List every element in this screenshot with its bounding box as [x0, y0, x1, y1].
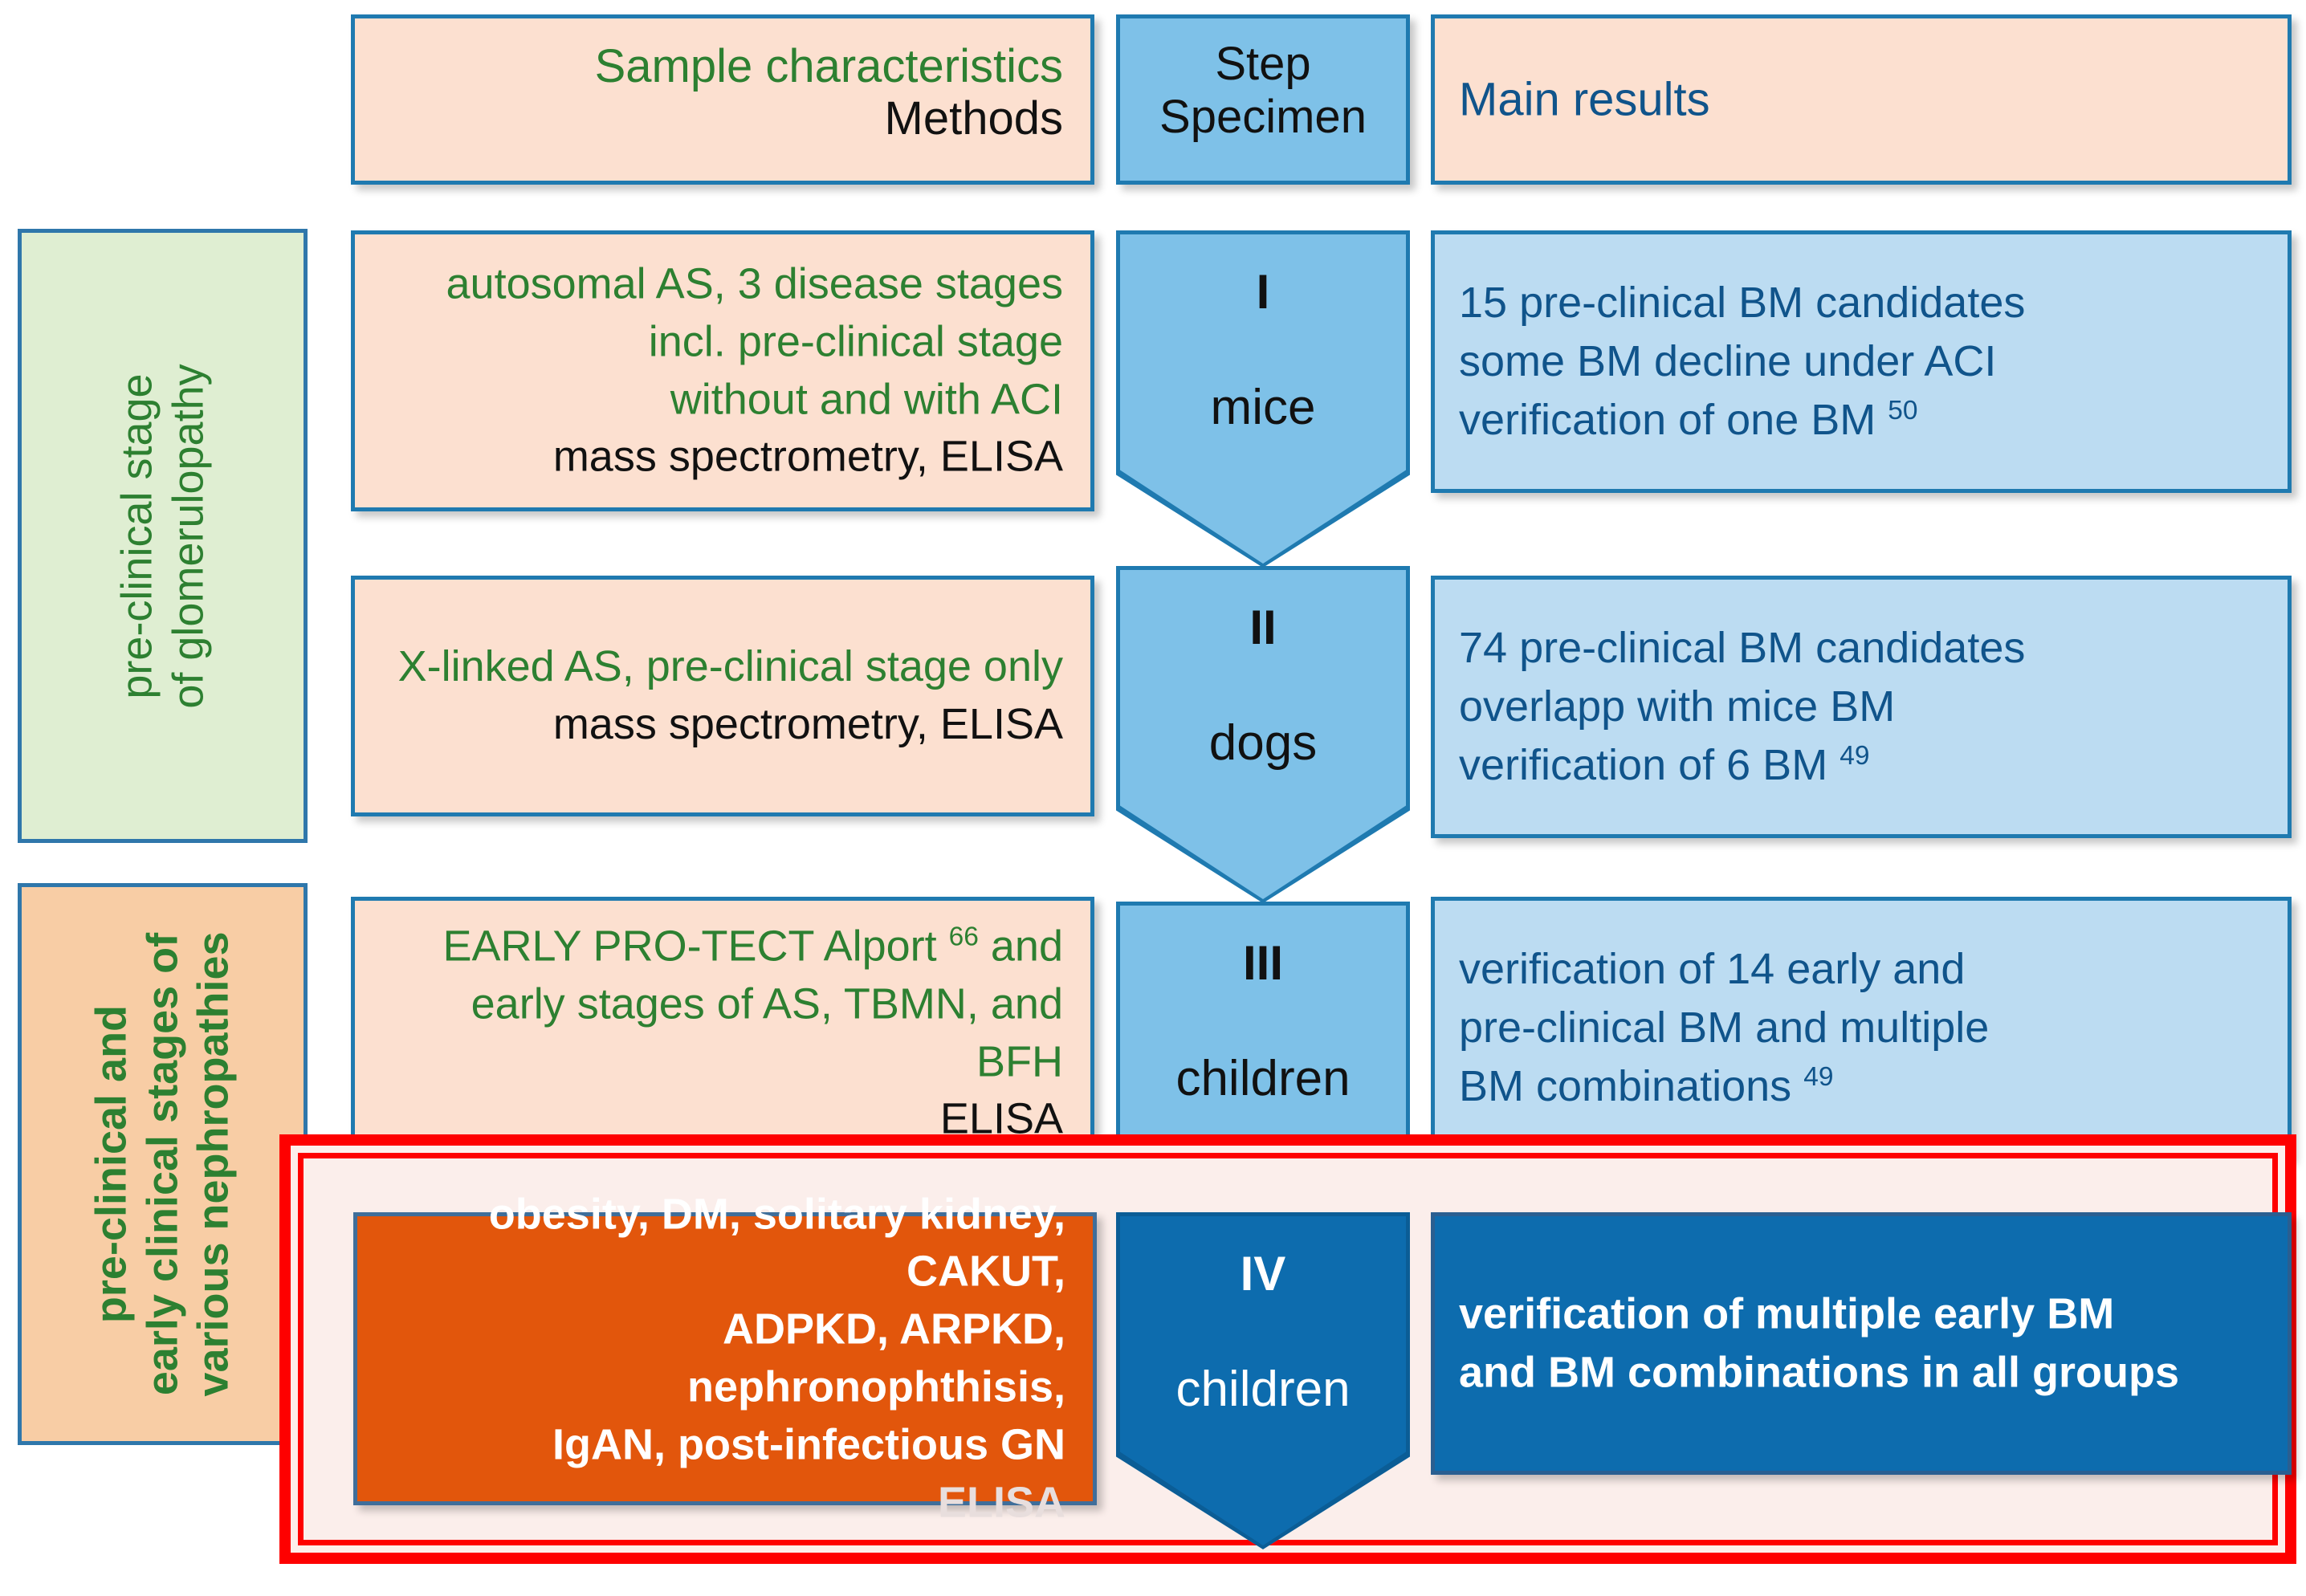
group-label-line2: of glomerulopathy: [163, 363, 212, 709]
characteristics-line: obesity, DM, solitary kidney, CAKUT,: [488, 1190, 1065, 1296]
characteristics-reference: 66: [948, 922, 979, 952]
step-specimen-label: dogs: [1208, 715, 1318, 771]
group-label-pre-clinical-glomerulopathy: pre-clinical stage of glomerulopathy: [18, 229, 308, 843]
results-line: overlapp with mice BM: [1459, 682, 1896, 731]
characteristics-cell-step-4: obesity, DM, solitary kidney, CAKUT, ADP…: [353, 1190, 1097, 1526]
header-step-cell: Step Specimen: [1116, 14, 1410, 185]
step-roman-numeral: I: [1256, 265, 1270, 319]
step-roman-numeral: II: [1249, 601, 1277, 654]
characteristics-line: autosomal AS, 3 disease stages: [446, 259, 1063, 308]
results-line: 15 pre-clinical BM candidates: [1459, 278, 2026, 327]
results-line: BM combinations 49: [1459, 1062, 1834, 1111]
results-line: pre-clinical BM and multiple: [1459, 1003, 1990, 1052]
step-specimen-label: mice: [1210, 380, 1316, 435]
step-chevron-1: I mice: [1116, 230, 1410, 568]
characteristics-line: X-linked AS, pre-clinical stage only: [397, 642, 1063, 691]
step-chevron-2: II dogs: [1116, 566, 1410, 903]
characteristics-cell-step-2: X-linked AS, pre-clinical stage only mas…: [351, 576, 1094, 816]
header-results-cell: Main results: [1431, 14, 2292, 185]
results-line: some BM decline under ACI: [1459, 336, 1997, 385]
results-line: verification of multiple early BM: [1459, 1289, 2115, 1338]
step-specimen-label: children: [1175, 1051, 1351, 1106]
results-cell-step-3: verification of 14 early and pre-clinica…: [1431, 897, 2292, 1159]
group-label-line2: early clinical stages of: [137, 932, 186, 1396]
header-sample-characteristics-label: Sample characteristics: [594, 40, 1063, 92]
results-cell-step-4: verification of multiple early BM and BM…: [1431, 1212, 2292, 1475]
group-label-line1: pre-clinical and: [86, 1004, 135, 1324]
header-step-label: Step: [1215, 38, 1311, 90]
methods-line: mass spectrometry, ELISA: [552, 432, 1063, 481]
step-roman-numeral: IV: [1240, 1247, 1286, 1301]
characteristics-line: IgAN, post-infectious GN: [552, 1420, 1065, 1469]
characteristics-line: without and with ACI: [670, 375, 1063, 423]
header-specimen-label: Specimen: [1159, 91, 1367, 144]
results-line: verification of 14 early and: [1459, 944, 1966, 993]
methods-line: ELISA: [937, 1478, 1065, 1527]
results-reference: 49: [1840, 741, 1870, 772]
results-line: verification of one BM 50: [1459, 396, 1918, 445]
characteristics-line: incl. pre-clinical stage: [648, 317, 1063, 366]
group-label-line3: various nephropathies: [189, 931, 238, 1397]
header-methods-label: Methods: [884, 92, 1063, 145]
characteristics-line: early stages of AS, TBMN, and BFH: [471, 979, 1063, 1085]
group-label-line1: pre-clinical stage: [112, 373, 161, 699]
header-main-results-label: Main results: [1459, 73, 1710, 126]
step-specimen-label: children: [1175, 1362, 1351, 1417]
characteristics-cell-step-1: autosomal AS, 3 disease stages incl. pre…: [351, 230, 1094, 511]
results-line: 74 pre-clinical BM candidates: [1459, 623, 2026, 672]
group-label-text: pre-clinical and early clinical stages o…: [86, 931, 239, 1396]
characteristics-line: EARLY PRO-TECT Alport 66 and: [442, 922, 1063, 971]
results-cell-step-1: 15 pre-clinical BM candidates some BM de…: [1431, 230, 2292, 493]
step-roman-numeral: III: [1242, 936, 1283, 990]
results-reference: 49: [1803, 1062, 1834, 1093]
results-line: and BM combinations in all groups: [1459, 1348, 2180, 1397]
characteristics-cell-step-3: EARLY PRO-TECT Alport 66 and early stage…: [351, 897, 1094, 1170]
group-label-text: pre-clinical stage of glomerulopathy: [112, 364, 214, 708]
group-label-pre-clinical-early-nephropathies: pre-clinical and early clinical stages o…: [18, 883, 308, 1445]
results-line: verification of 6 BM 49: [1459, 741, 1870, 790]
methods-line: mass spectrometry, ELISA: [552, 700, 1063, 748]
characteristics-line: ADPKD, ARPKD, nephronophthisis,: [687, 1305, 1065, 1411]
results-cell-step-2: 74 pre-clinical BM candidates overlapp w…: [1431, 576, 2292, 838]
results-reference: 50: [1888, 396, 1918, 426]
header-characteristics-cell: Sample characteristics Methods: [351, 14, 1094, 185]
